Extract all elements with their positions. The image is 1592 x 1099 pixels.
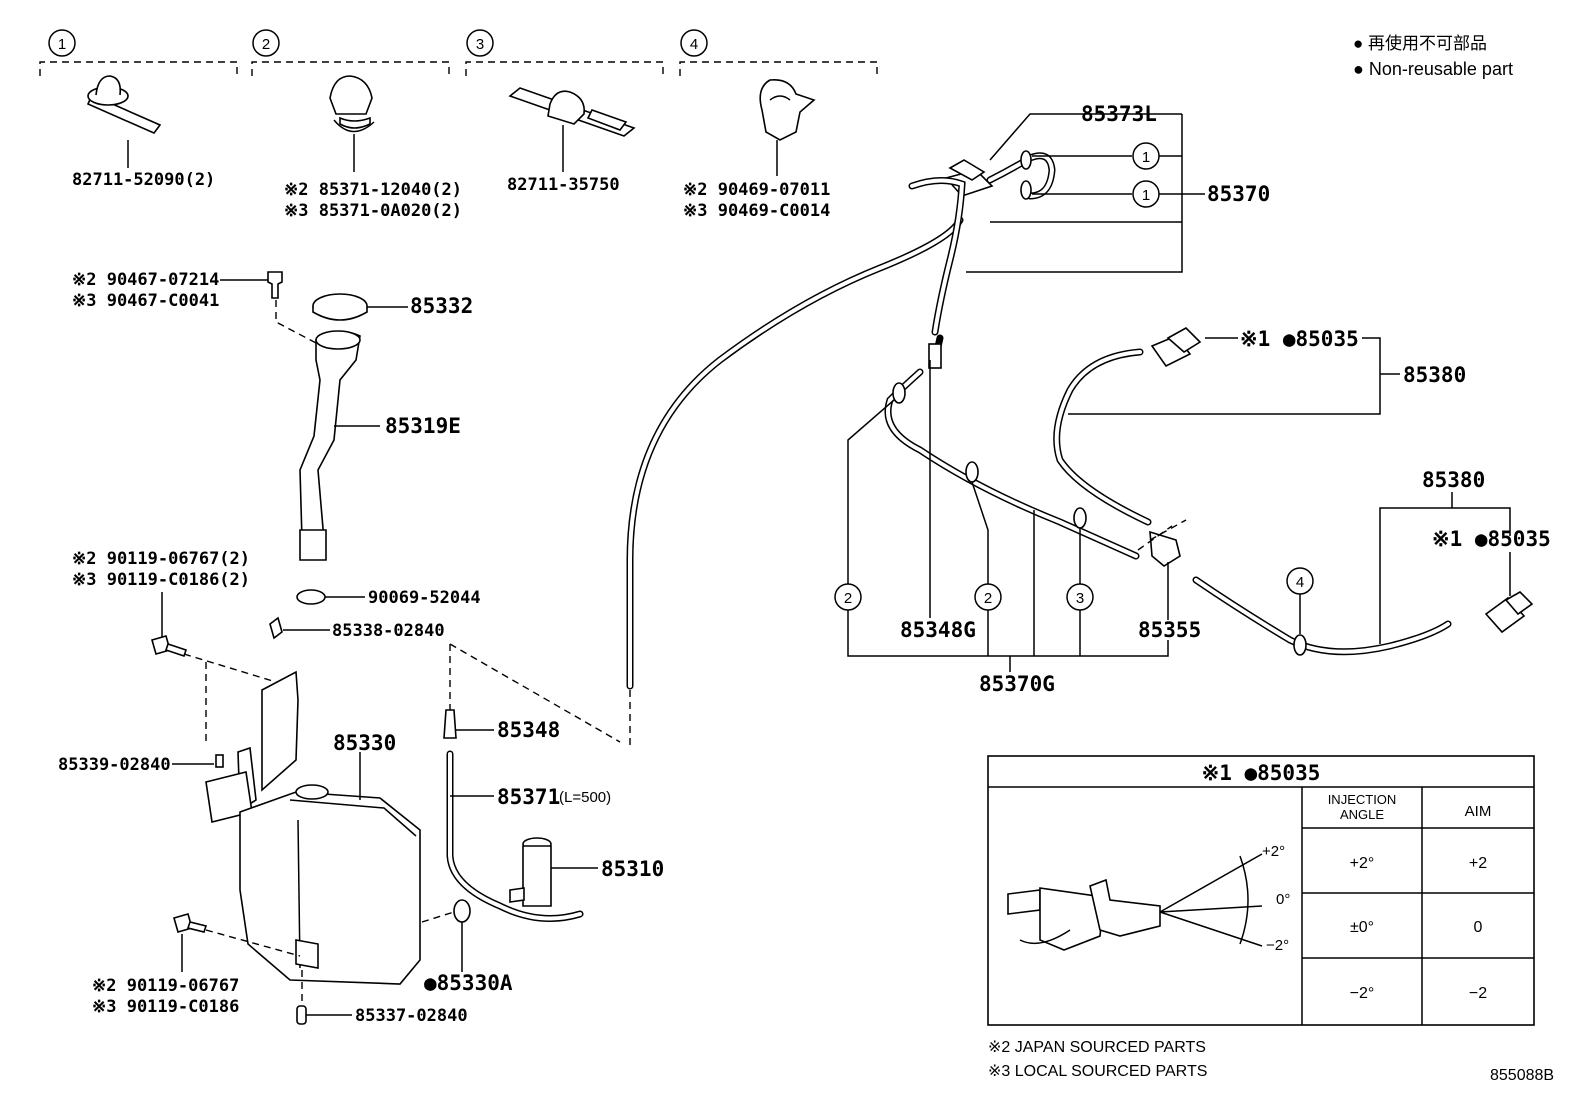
joint-85348-drawing	[443, 709, 457, 739]
label-85337: 85337-02840	[355, 1006, 468, 1026]
label-85355: 85355	[1138, 618, 1201, 642]
aim-row-1-aim: +2	[1469, 855, 1487, 872]
group-4-part-number-local: ※3 90469-C0014	[683, 201, 830, 221]
aim-table-col-injection-line2: ANGLE	[1340, 807, 1384, 822]
label-85380-upper: 85380	[1403, 363, 1466, 387]
grommet-85338-drawing	[269, 616, 283, 640]
label-85330A: ●85330A	[424, 971, 513, 995]
group-3-part-number: 82711-35750	[507, 175, 620, 195]
label-85373L: 85373L	[1081, 102, 1157, 126]
note-japan-sourced: ※2 JAPAN SOURCED PARTS	[988, 1039, 1206, 1056]
bolt-90119-bottom-drawing	[173, 913, 208, 933]
label-85348: 85348	[497, 718, 560, 742]
label-90467-local: ※3 90467-C0041	[72, 291, 219, 311]
joint-85348G-drawing	[928, 343, 942, 369]
group-2-part-number-japan: ※2 85371-12040(2)	[284, 180, 462, 200]
nozzle-85373L-drawing	[944, 159, 994, 197]
callout-4-number: 4	[1296, 574, 1304, 591]
group-4-clip-drawing	[759, 78, 816, 176]
label-85370G: 85370G	[979, 672, 1055, 696]
spray-angle-figure: +2° 0° −2°	[1007, 843, 1290, 954]
aim-table-title: ※1 ●85035	[1202, 761, 1321, 785]
label-90119-top-local: ※3 90119-C0186(2)	[72, 570, 250, 590]
group-3-marker	[466, 29, 494, 57]
aim-row-3-aim: −2	[1469, 985, 1487, 1002]
group-4-bracket	[679, 61, 878, 76]
label-85380-lower: 85380	[1422, 468, 1485, 492]
callout-1-upper-number: 1	[1142, 149, 1150, 166]
label-90119-top-japan: ※2 90119-06767(2)	[72, 549, 250, 569]
label-90119-bottom-local: ※3 90119-C0186	[92, 997, 239, 1017]
o-ring-drawing	[296, 589, 326, 605]
spray-angle-zero: 0°	[1276, 891, 1290, 908]
label-90119-bottom-japan: ※2 90119-06767	[92, 976, 239, 996]
group-2-number: 2	[262, 36, 270, 53]
hose-main-run	[626, 216, 964, 690]
washer-tank-drawing	[205, 670, 421, 985]
label-85339: 85339-02840	[58, 755, 171, 775]
group-2-clip-drawing	[329, 75, 375, 172]
callout-4	[1286, 567, 1314, 595]
label-85319E: 85319E	[385, 414, 461, 438]
nozzle-85035-upper-drawing	[1150, 327, 1202, 368]
group-1-clamp-drawing	[86, 75, 162, 168]
spray-angle-minus: −2°	[1266, 937, 1289, 954]
hose-85370G	[884, 368, 1140, 560]
label-85348G: 85348G	[900, 618, 976, 642]
aim-row-3-angle: −2°	[1350, 985, 1375, 1002]
clip-90467-drawing	[267, 271, 283, 299]
bolt-90119-top-drawing	[151, 635, 188, 658]
spray-angle-plus: +2°	[1262, 843, 1285, 860]
group-3-clamp-drawing	[508, 87, 636, 172]
label-90467-japan: ※2 90467-07214	[72, 270, 219, 290]
label-85338: 85338-02840	[332, 621, 445, 641]
label-85371: 85371	[497, 785, 560, 809]
aim-row-2-aim: 0	[1474, 919, 1483, 936]
group-headers: 1 2 3 4	[39, 29, 878, 76]
filler-cap-drawing	[312, 293, 368, 321]
label-85035-upper: ※1 ●85035	[1240, 327, 1359, 351]
group-4-part-number-japan: ※2 90469-07011	[683, 180, 830, 200]
figure-code: 855088B	[1490, 1067, 1554, 1084]
label-85035-lower: ※1 ●85035	[1432, 527, 1551, 551]
group-4-number: 4	[690, 36, 698, 53]
label-90069: 90069-52044	[368, 588, 481, 608]
group-2-marker	[252, 29, 280, 57]
group-2-bracket	[251, 61, 450, 76]
aim-row-2-angle: ±0°	[1350, 919, 1374, 936]
group-1-marker	[48, 29, 76, 57]
connector-85355-drawing	[1149, 530, 1181, 567]
label-85330: 85330	[333, 731, 396, 755]
callout-2-left-number: 2	[844, 590, 852, 607]
aim-row-1-angle: +2°	[1350, 855, 1375, 872]
aim-table: ※1 ●85035 INJECTION ANGLE AIM +2° +2 ±0°…	[987, 755, 1535, 1026]
label-85370: 85370	[1207, 182, 1270, 206]
callout-3-number: 3	[1076, 590, 1084, 607]
legend: ● 再使用不可部品 ● Non-reusable part	[1353, 33, 1513, 79]
legend-line-english: ● Non-reusable part	[1353, 59, 1513, 79]
grommet-85330A-drawing	[453, 899, 471, 923]
clip-85337-drawing	[296, 1005, 307, 1025]
note-local-sourced: ※3 LOCAL SOURCED PARTS	[988, 1063, 1207, 1080]
legend-line-japanese: ● 再使用不可部品	[1353, 33, 1487, 53]
label-85332: 85332	[410, 294, 473, 318]
group-1-part-number: 82711-52090(2)	[72, 170, 215, 190]
group-1-bracket	[39, 61, 238, 76]
filler-neck-drawing	[299, 330, 361, 561]
aim-table-col-aim: AIM	[1465, 803, 1492, 820]
group-2-part-number-local: ※3 85371-0A020(2)	[284, 201, 462, 221]
aim-table-col-injection-line1: INJECTION	[1328, 792, 1397, 807]
callout-1-lower-number: 1	[1142, 187, 1150, 204]
group-4-marker	[680, 29, 708, 57]
group-1-number: 1	[58, 36, 66, 53]
washer-pump-drawing	[509, 837, 552, 907]
label-85371-length: (L=500)	[559, 789, 611, 806]
group-3-bracket	[465, 61, 664, 76]
label-85310: 85310	[601, 857, 664, 881]
callout-2-right-number: 2	[984, 590, 992, 607]
nozzle-85035-lower-drawing	[1484, 591, 1534, 634]
group-3-number: 3	[476, 36, 484, 53]
clip-85339-drawing	[215, 754, 224, 768]
